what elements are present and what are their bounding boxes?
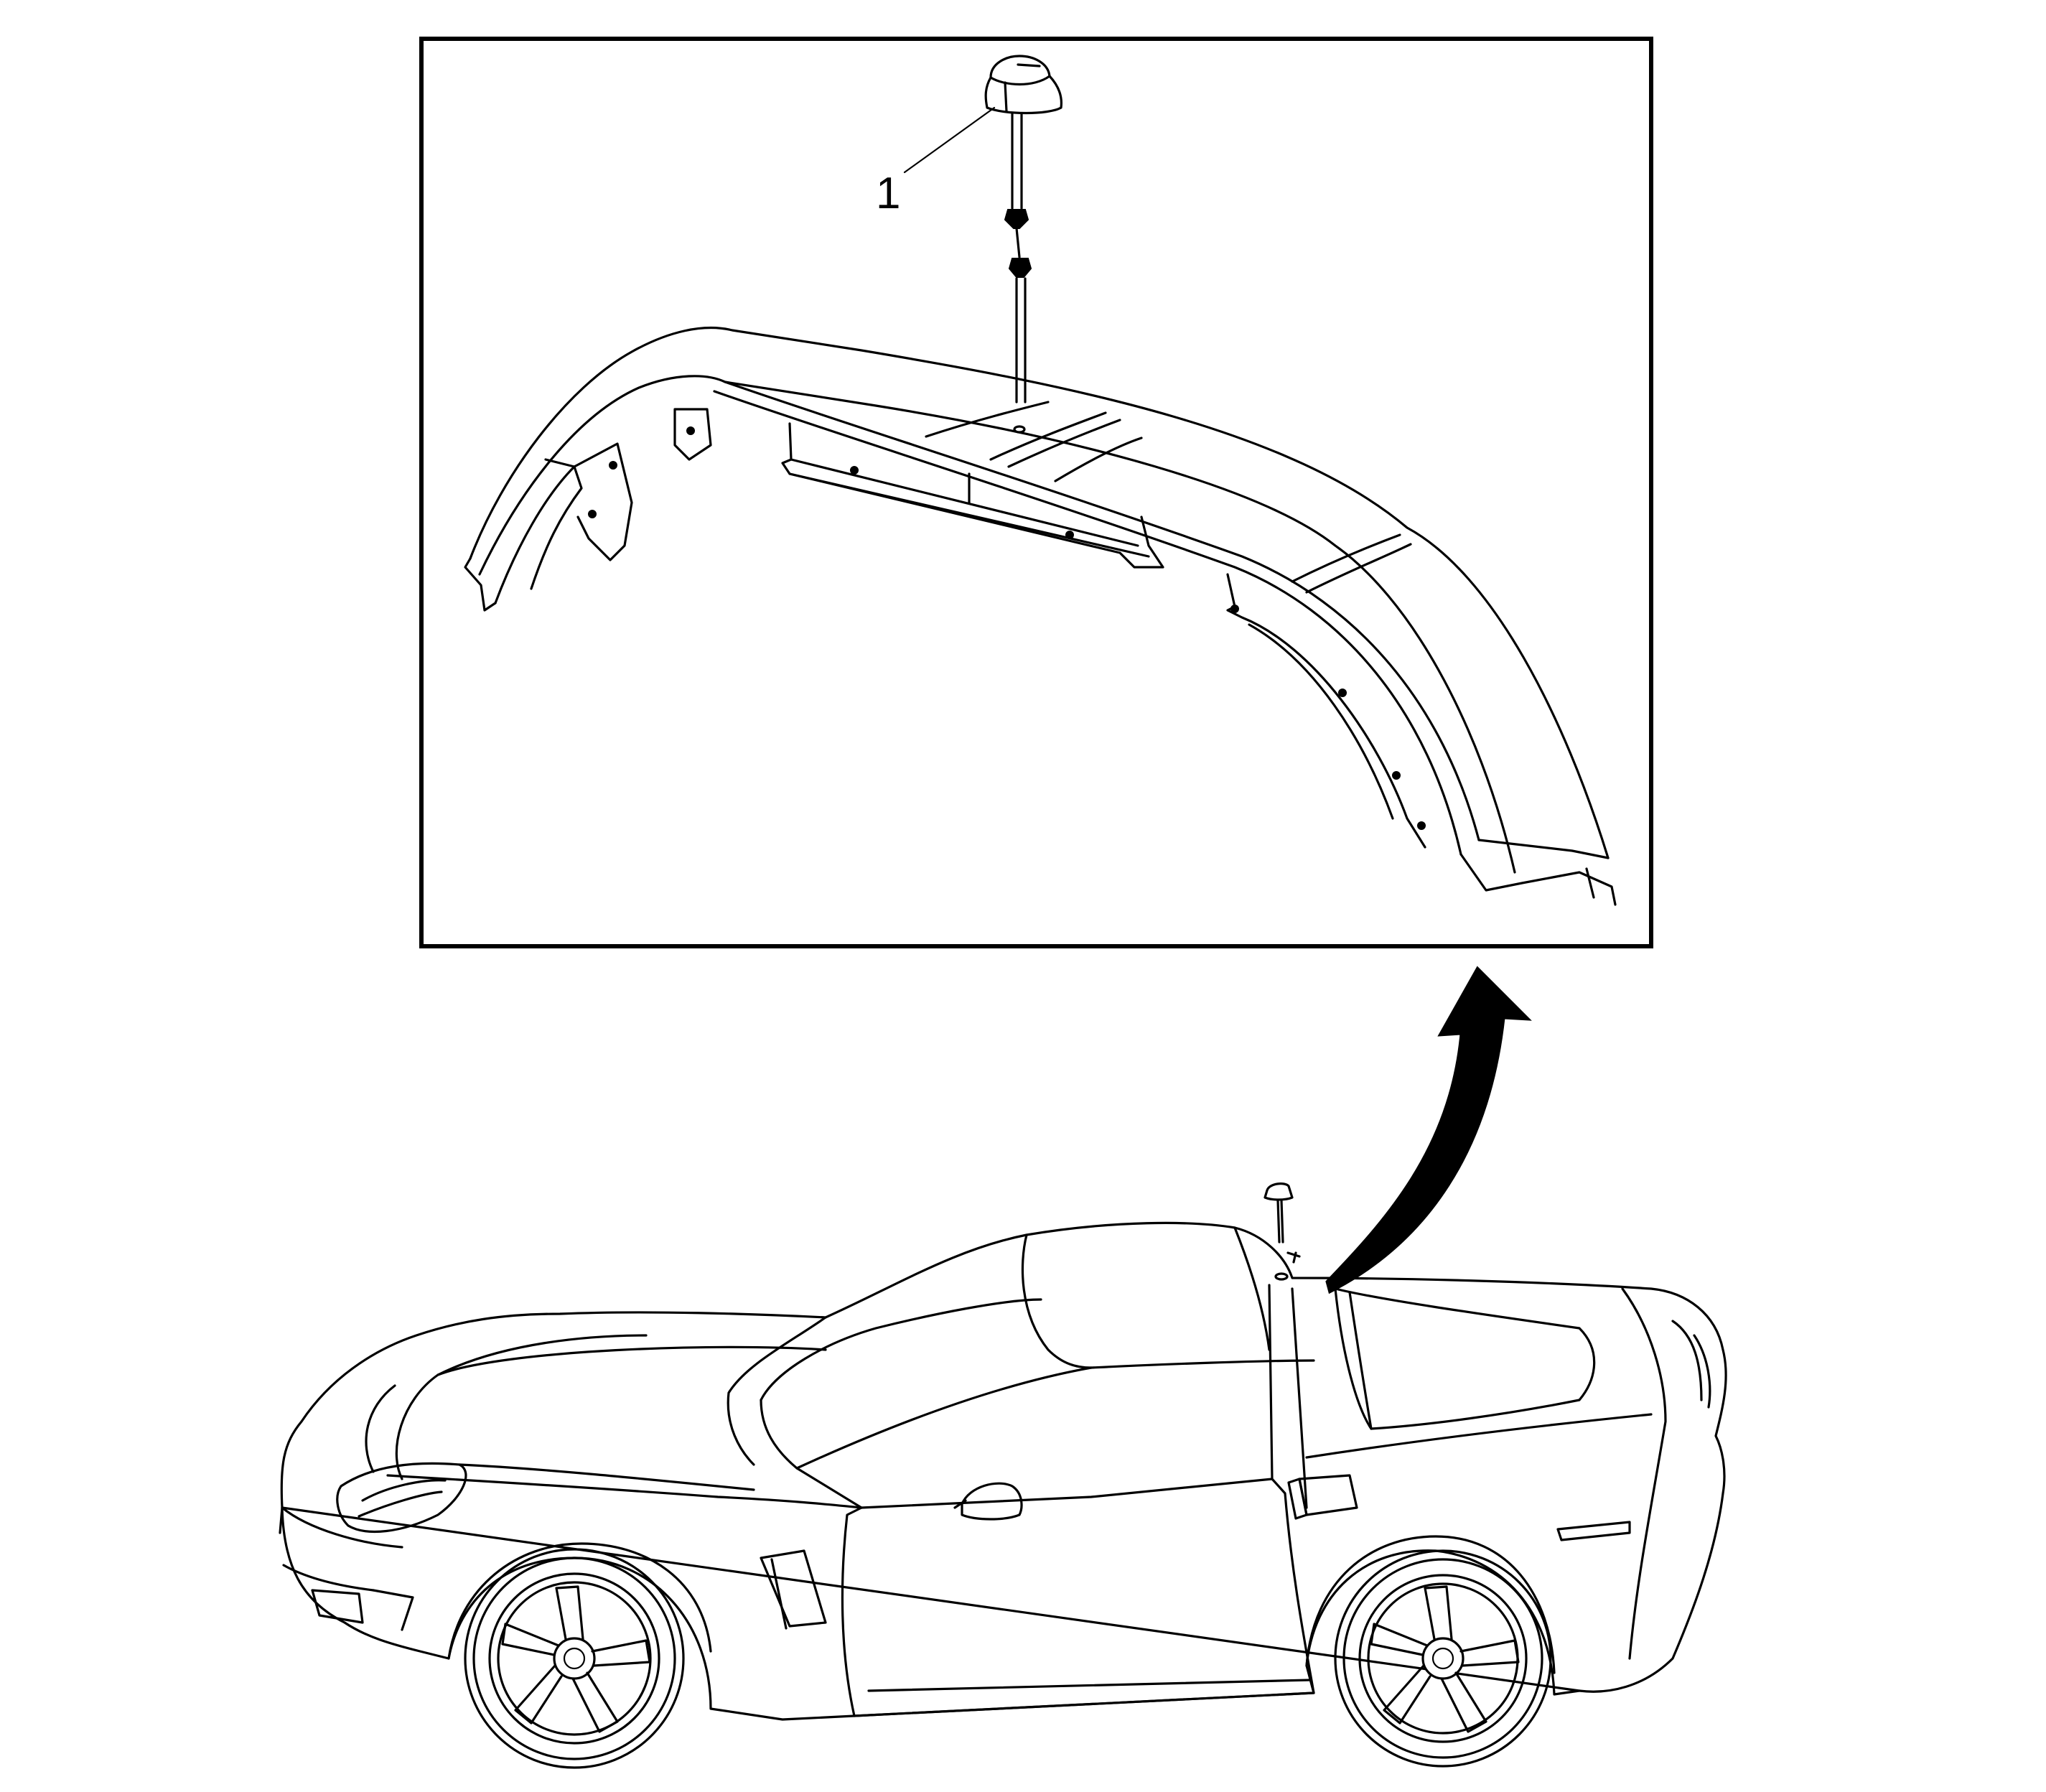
roof-panel xyxy=(464,326,1617,906)
callout-1: 1 xyxy=(876,106,996,218)
rear-wheel xyxy=(1334,1549,1552,1768)
callout-1-label: 1 xyxy=(876,169,900,218)
vehicle xyxy=(279,1182,1727,1769)
front-wheel xyxy=(464,1548,685,1769)
detail-inset: 1 xyxy=(419,37,1653,948)
detail-arrow xyxy=(1325,966,1532,1294)
antenna-assembly xyxy=(984,55,1063,403)
vehicle-antenna xyxy=(1263,1182,1301,1281)
inset-frame xyxy=(419,37,1653,948)
